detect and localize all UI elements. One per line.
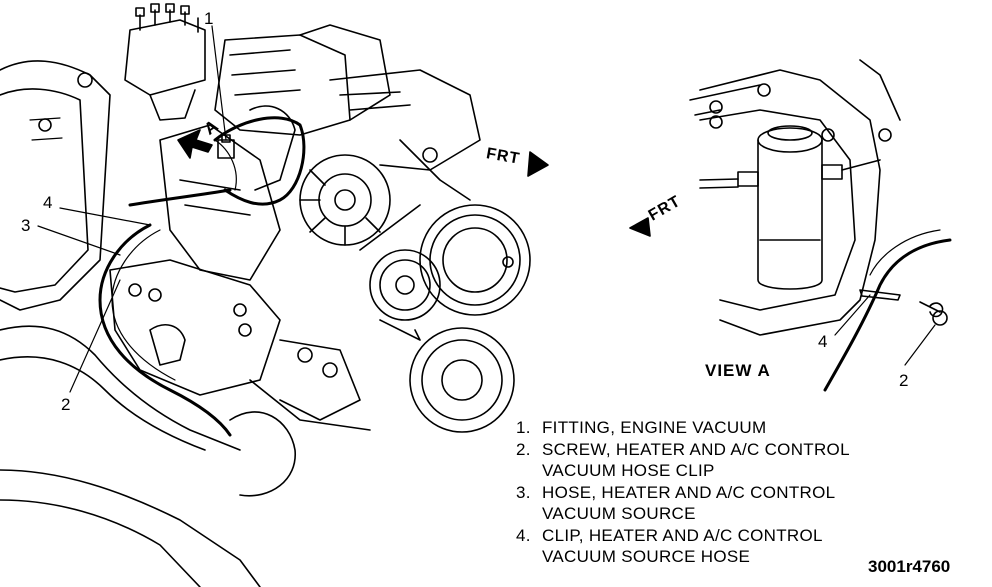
legend-text: HOSE, HEATER AND A/C CONTROL xyxy=(542,482,836,502)
engine-block xyxy=(160,25,480,280)
figure-id: 3001r4760 xyxy=(868,557,951,576)
exhaust-manifold xyxy=(110,260,370,496)
legend-text-continued: VACUUM SOURCE xyxy=(542,504,696,523)
legend-number: 2. xyxy=(516,439,531,459)
view-a-title: VIEW A xyxy=(705,361,771,380)
distributor xyxy=(125,4,205,120)
vacuum-hose xyxy=(100,118,304,435)
legend-text-continued: VACUUM HOSE CLIP xyxy=(542,461,715,480)
legend-number: 4. xyxy=(516,525,531,545)
view-a-drawing xyxy=(690,60,950,390)
legend-item: 2. SCREW, HEATER AND A/C CONTROL VACUUM H… xyxy=(516,439,936,482)
view-a-arrow xyxy=(178,130,212,158)
pulleys xyxy=(360,205,530,432)
parts-legend: 1. FITTING, ENGINE VACUUM 2. SCREW, HEATER… xyxy=(516,417,936,568)
callout-3: 3 xyxy=(21,216,31,235)
legend-number: 1. xyxy=(516,418,531,437)
legend-number: 3. xyxy=(516,482,531,502)
legend-item: 1. FITTING, ENGINE VACUUM xyxy=(516,417,936,439)
callout-4: 4 xyxy=(43,193,53,212)
legend-text: FITTING, ENGINE VACUUM xyxy=(542,418,767,437)
callout-1: 1 xyxy=(204,9,214,28)
callout-2: 2 xyxy=(61,395,71,414)
legend-text-continued: VACUUM SOURCE HOSE xyxy=(542,547,751,566)
legend-text: CLIP, HEATER AND A/C CONTROL xyxy=(542,525,823,545)
alternator xyxy=(300,155,390,245)
legend-item: 4. CLIP, HEATER AND A/C CONTROL VACUUM SO… xyxy=(516,525,936,568)
fender-outline xyxy=(0,61,260,587)
legend-text: SCREW, HEATER AND A/C CONTROL xyxy=(542,439,850,459)
view-callout-2: 2 xyxy=(899,371,909,390)
frt-arrow-view xyxy=(630,218,650,236)
legend-item: 3. HOSE, HEATER AND A/C CONTROL VACUUM SO… xyxy=(516,482,936,525)
view-callout-4: 4 xyxy=(818,332,828,351)
frt-arrow-main xyxy=(528,152,548,176)
leader-lines xyxy=(38,26,226,392)
